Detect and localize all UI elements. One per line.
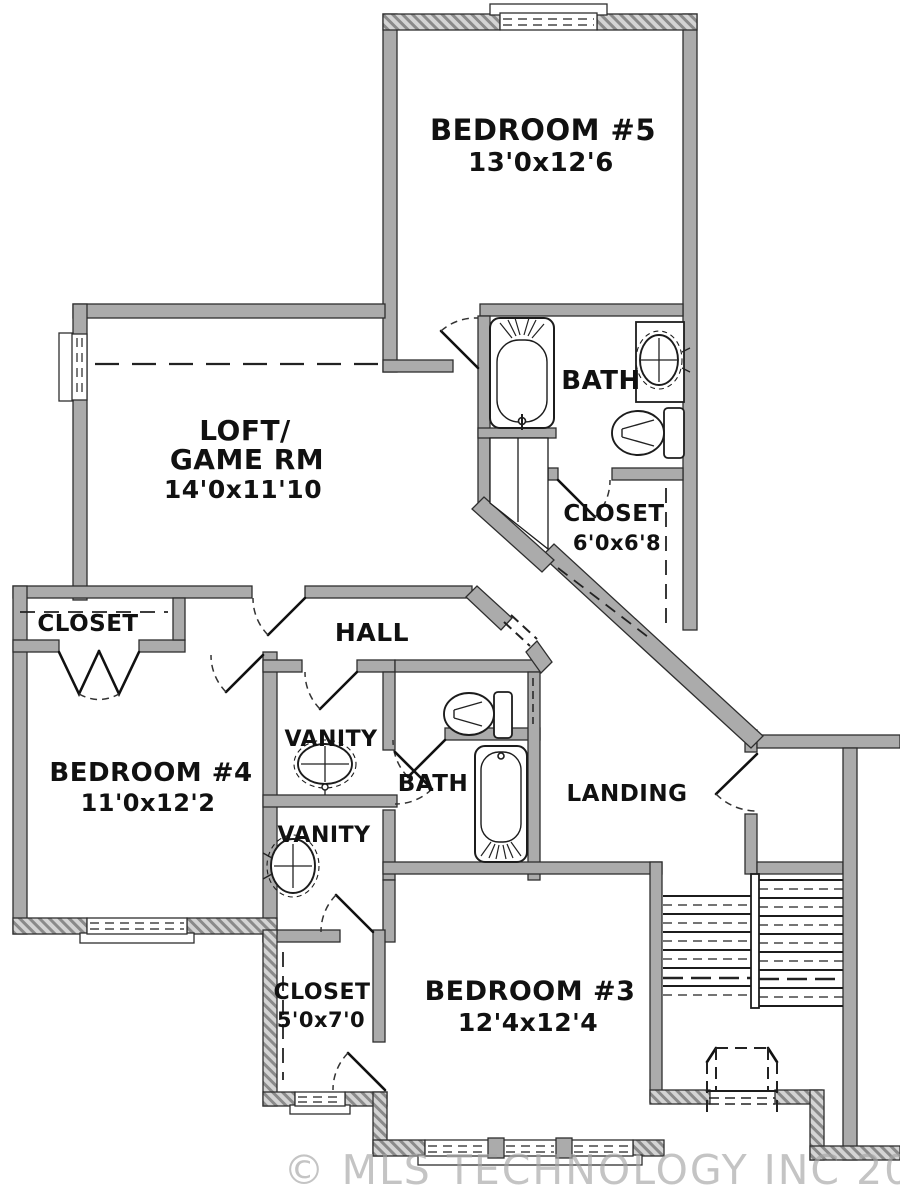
door-vanity-lower [320,893,375,934]
sink-icon [262,834,320,898]
door-bedroom3 [332,1051,387,1092]
exterior-walls [12,13,900,1161]
door-bath-middle [393,750,434,805]
room-dims-bedroom5: 13'0x12'6 [468,148,614,178]
room-label-loft-2: GAME RM [170,443,324,476]
room-label-loft-1: LOFT/ [199,414,291,447]
bathtub-icon [474,745,528,863]
stairs-icon [663,873,843,1009]
window-bedroom5-top [489,3,608,31]
window-bedroom4-bottom [79,917,195,944]
doors [57,317,759,1092]
room-label-bedroom5: BEDROOM #5 [430,113,656,147]
room-label-bedroom4: BEDROOM #4 [49,758,252,788]
room-label-vanity-lower: VANITY [277,823,371,848]
watermark: © MLS TECHNOLOGY INC 2026 [284,1146,900,1194]
window-closet-bedroom3 [289,1091,351,1115]
room-label-closet-upper: CLOSET [563,501,664,527]
room-label-bedroom3: BEDROOM #3 [425,976,636,1007]
door-vanity-upper [304,670,359,711]
room-dims-closet-bedroom3: 5'0x7'0 [277,1008,365,1032]
door-closet-upper [556,478,611,519]
door-landing-stairs [714,752,759,812]
bathtub-icon [489,317,555,430]
toilet-icon [443,691,513,739]
dashed-lines [20,362,667,1080]
room-dims-loft: 14'0x11'10 [164,475,322,504]
room-label-vanity-upper: VANITY [284,727,378,752]
door-bedroom4 [210,653,265,694]
door-closet-bedroom4-bifold [57,649,141,701]
room-labels: BEDROOM #5 13'0x12'6 LOFT/ GAME RM 14'0x… [37,113,687,1037]
window-loft-left [58,332,88,402]
toilet-icon [611,407,685,459]
room-label-bath-middle: BATH [398,771,468,797]
door-loft-hall [252,596,307,637]
room-label-bath-upper: BATH [561,366,640,396]
room-dims-closet-upper: 6'0x6'8 [573,531,661,555]
room-label-closet-bedroom4: CLOSET [37,611,138,637]
room-label-hall: HALL [335,618,409,647]
room-dims-bedroom3: 12'4x12'4 [458,1008,598,1037]
bay-window [705,1046,779,1118]
sink-icon [635,321,691,403]
linen-shelves [489,437,549,551]
room-label-landing: LANDING [567,781,688,807]
interior-walls [12,13,900,1161]
door-bedroom5 [439,317,480,370]
room-label-closet-bedroom3: CLOSET [274,980,371,1005]
sink-icon [293,739,357,795]
window-bedroom3-bottom [417,1137,643,1166]
room-dims-bedroom4: 11'0x12'2 [81,789,216,817]
